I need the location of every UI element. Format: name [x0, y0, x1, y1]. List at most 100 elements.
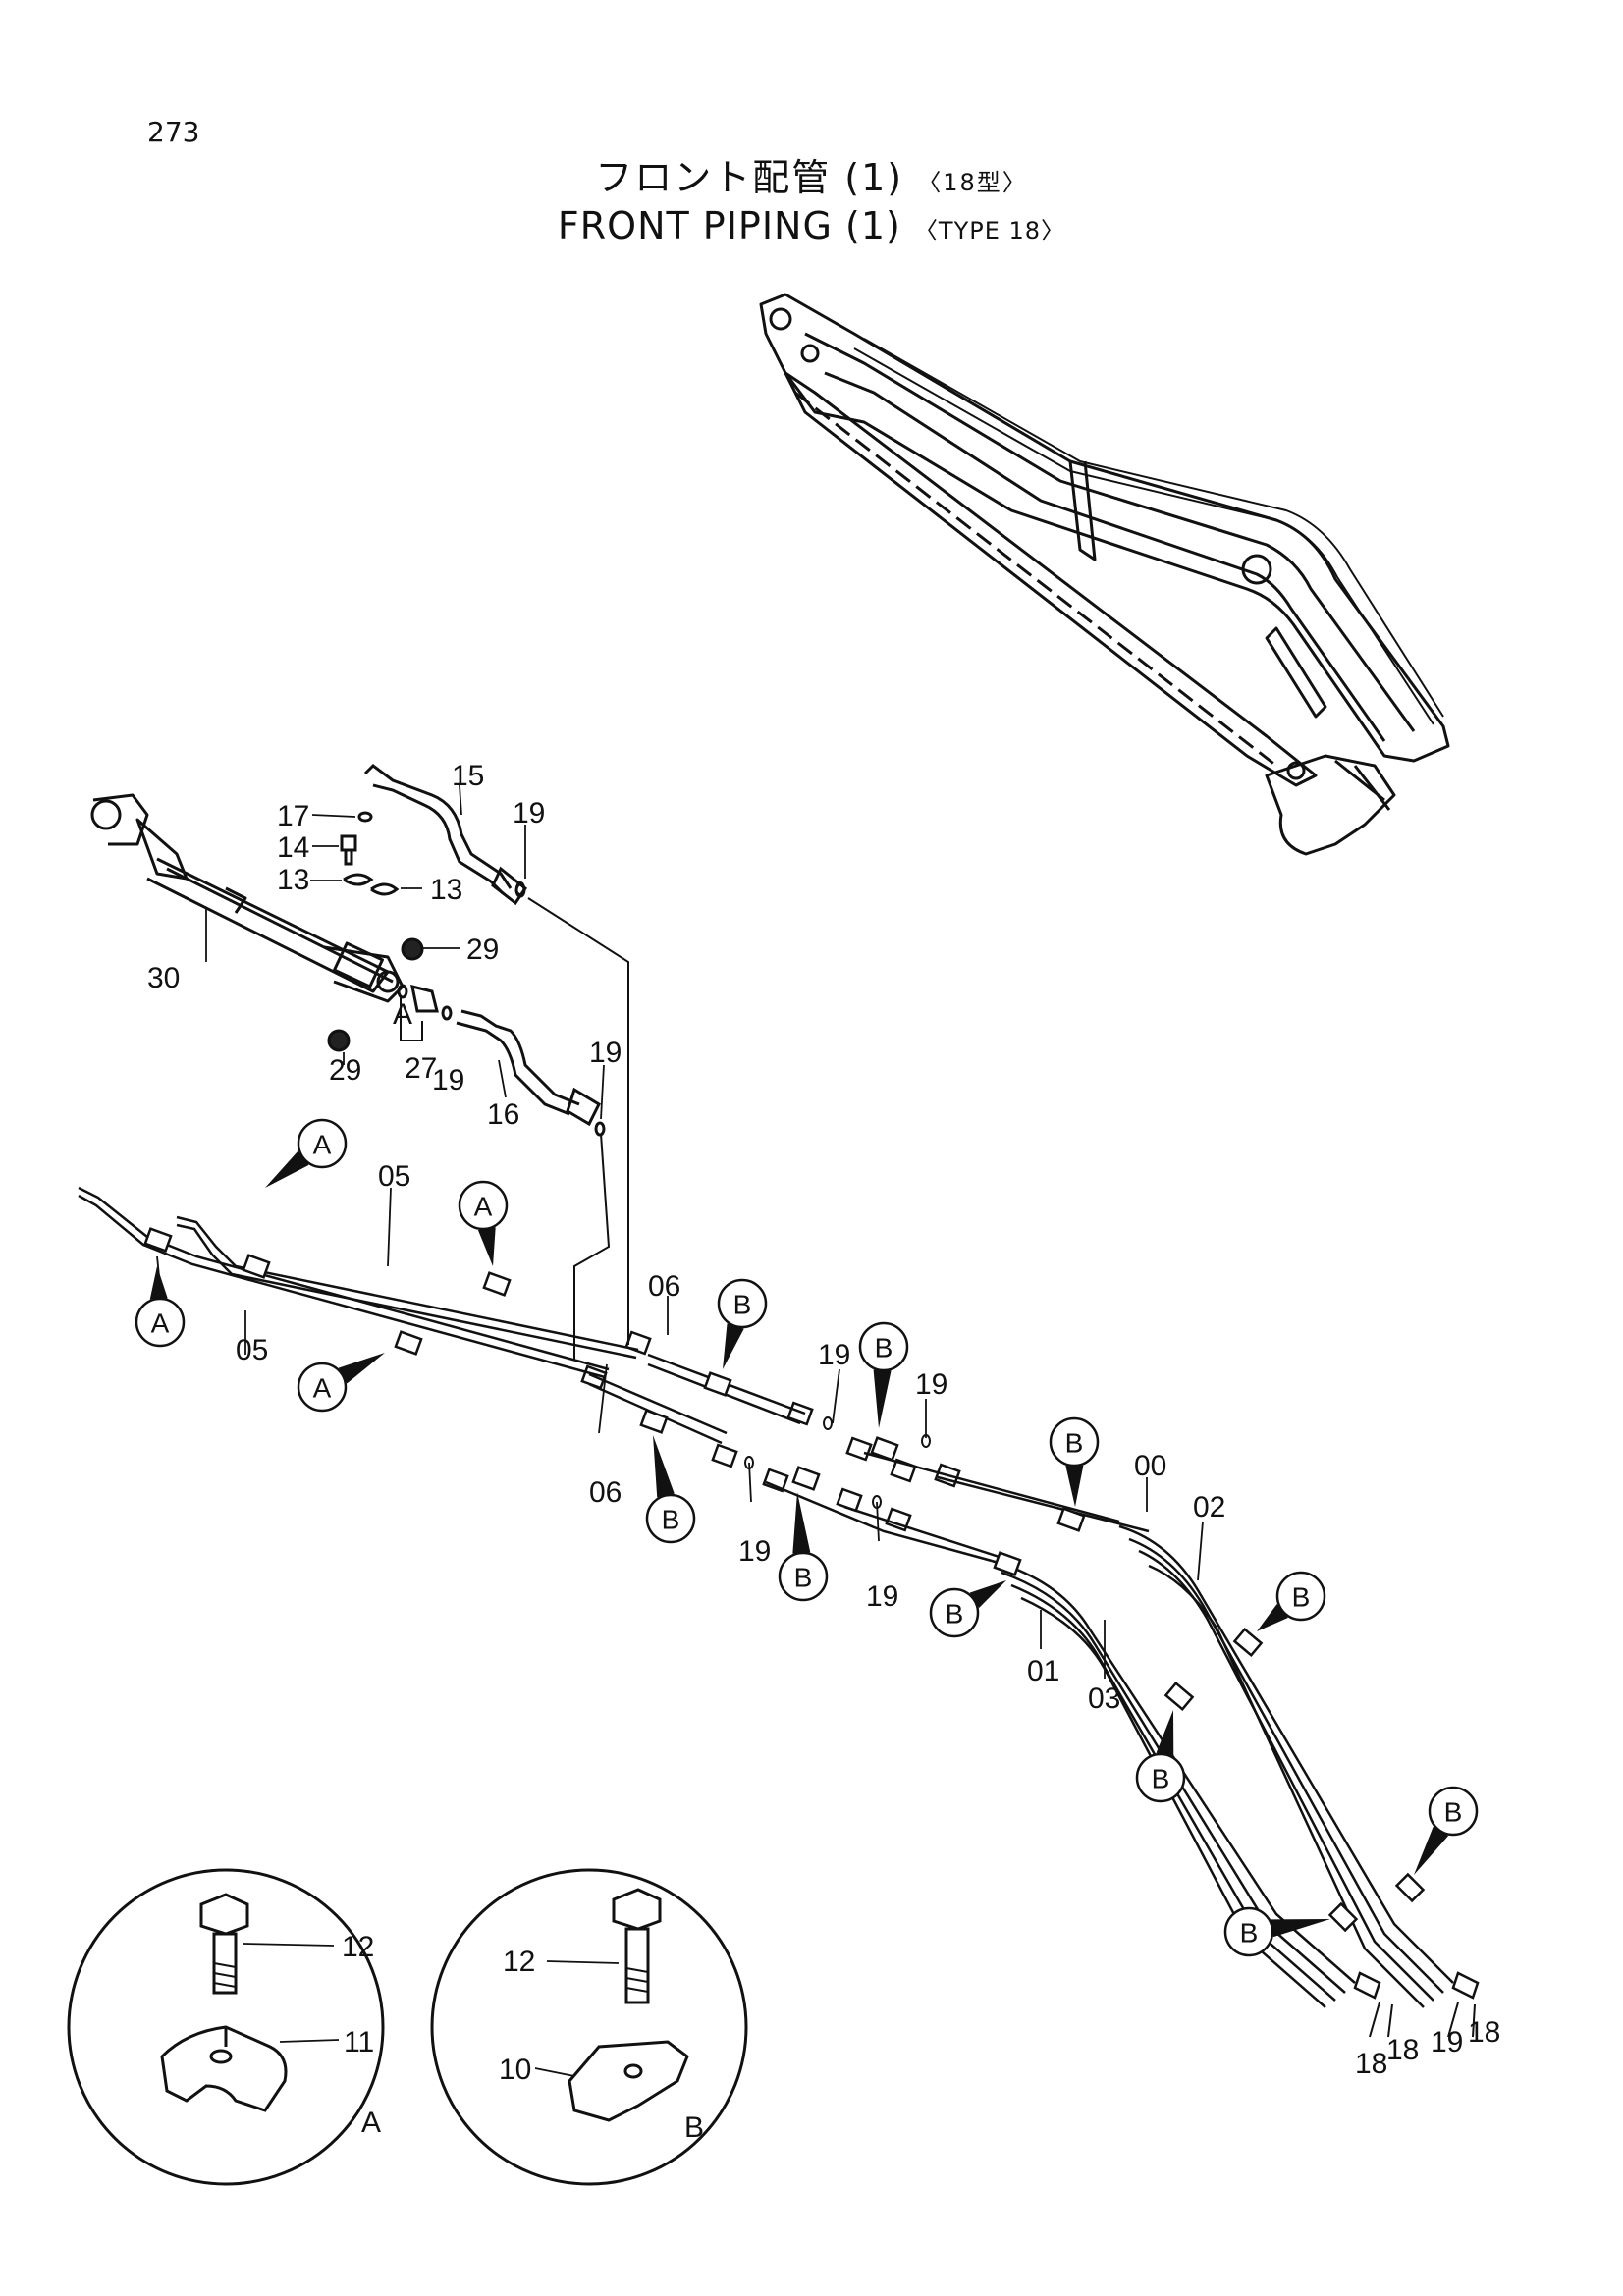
callout-18c: 18	[1468, 2016, 1500, 2049]
callout-16: 16	[487, 1098, 519, 1131]
reference-marker-b6: B	[1257, 1571, 1326, 1631]
detail-label-a: A	[361, 2107, 381, 2139]
bolt-14	[340, 834, 357, 866]
callout-05b: 05	[236, 1334, 268, 1366]
marker-circle	[929, 1587, 980, 1638]
reference-marker-a3: A	[135, 1266, 186, 1348]
callout-14: 14	[277, 831, 309, 864]
marker-pointer	[653, 1435, 675, 1498]
callout-13b: 13	[430, 874, 462, 906]
callout-17: 17	[277, 800, 309, 832]
marker-pointer	[149, 1266, 168, 1300]
marker-pointer	[265, 1150, 309, 1188]
reference-marker-b7: B	[929, 1580, 1006, 1638]
reference-marker-b5: B	[1049, 1416, 1100, 1507]
marker-circle	[458, 1180, 509, 1231]
reference-marker-a4: A	[297, 1353, 385, 1413]
clamp-b8	[1163, 1682, 1195, 1711]
callout-03: 03	[1088, 1682, 1120, 1715]
clamp-b5	[1056, 1507, 1086, 1532]
detail-circle-a	[67, 1868, 385, 2186]
marker-circle	[1049, 1416, 1100, 1468]
plug-29b	[327, 1029, 351, 1052]
title-en-suffix: 〈TYPE 18〉	[913, 217, 1066, 244]
callout-02: 02	[1193, 1491, 1225, 1523]
marker-pointer	[477, 1227, 496, 1266]
callout-18b: 18	[1386, 2034, 1419, 2066]
callout-19a: 19	[513, 797, 545, 829]
marker-label-a1: A	[313, 1130, 332, 1160]
cylinder-fittings	[327, 811, 453, 1052]
callout-06b: 06	[589, 1476, 622, 1509]
title-japanese: フロント配管 (1) 〈18型〉	[0, 147, 1623, 201]
callout-13a: 13	[277, 864, 309, 896]
reference-marker-b4: B	[778, 1492, 829, 1602]
callout-19f: 19	[738, 1535, 771, 1568]
clamp-b4	[791, 1466, 821, 1491]
marker-pointer	[873, 1369, 892, 1428]
title-jp-suffix: 〈18型〉	[917, 169, 1028, 196]
pipes-05	[78, 1186, 639, 1379]
reference-marker-b8: B	[1135, 1710, 1186, 1803]
marker-label-a2: A	[474, 1192, 493, 1222]
marker-label-b3: B	[662, 1505, 680, 1535]
clamp-b7	[1232, 1628, 1264, 1657]
marker-pointer	[1156, 1710, 1174, 1757]
clamp-13a	[343, 873, 374, 886]
marker-circle	[717, 1278, 768, 1329]
clamp-a3	[143, 1227, 173, 1253]
clamp-a4	[394, 1330, 423, 1356]
callout-12a: 12	[342, 1931, 374, 1963]
plug-29a	[401, 937, 424, 961]
callout-29a: 29	[466, 934, 499, 966]
marker-circle	[1223, 1906, 1274, 1957]
marker-circle	[1275, 1571, 1326, 1622]
marker-circle	[135, 1297, 186, 1348]
marker-pointer	[1271, 1919, 1330, 1938]
marker-circle	[858, 1321, 909, 1372]
marker-label-b8: B	[1152, 1764, 1170, 1794]
marker-circle	[645, 1493, 696, 1544]
o-rings	[515, 881, 1476, 2038]
clamp-b2	[639, 1409, 669, 1434]
leader-lines	[156, 784, 1204, 1679]
marker-circle	[297, 1362, 348, 1413]
reference-marker-b1: B	[717, 1278, 768, 1369]
clamp-b6	[993, 1551, 1022, 1576]
callout-01: 01	[1027, 1655, 1059, 1687]
callout-19h: 19	[1431, 2026, 1463, 2058]
marker-pointer	[723, 1323, 744, 1369]
callout-19e: 19	[915, 1368, 947, 1401]
marker-label-a4: A	[313, 1373, 332, 1404]
callout-19b: 19	[432, 1064, 464, 1096]
connection-lines	[527, 897, 629, 1360]
marker-pointer	[792, 1492, 811, 1554]
callout-29b: 29	[329, 1054, 361, 1087]
title-jp-text: フロント配管 (1)	[595, 156, 904, 199]
adapter-27	[410, 984, 439, 1013]
callout-05a: 05	[378, 1160, 410, 1193]
callout-a-small: A	[393, 998, 412, 1031]
marker-circle	[1135, 1752, 1186, 1803]
marker-pointer	[1065, 1465, 1084, 1507]
clamp-b10	[1327, 1901, 1359, 1933]
marker-pointer	[1257, 1603, 1288, 1631]
clamp-a1	[242, 1254, 271, 1279]
clamp-a2	[482, 1271, 512, 1297]
reference-marker-a1: A	[265, 1118, 348, 1188]
callout-10: 10	[499, 2054, 531, 2086]
title-en-text: FRONT PIPING (1)	[557, 204, 901, 247]
reference-marker-b9: B	[1414, 1786, 1479, 1875]
callout-27: 27	[405, 1052, 437, 1085]
hose-16	[456, 1009, 606, 1137]
marker-pointer	[969, 1580, 1006, 1608]
callout-06a: 06	[648, 1270, 680, 1303]
clamp-b3	[870, 1436, 899, 1462]
callout-18a: 18	[1355, 2048, 1387, 2080]
detail-label-b: B	[684, 2111, 704, 2144]
detail-circle-b	[430, 1868, 748, 2186]
clamp-b9	[1394, 1872, 1426, 1903]
reference-marker-b10: B	[1223, 1906, 1330, 1957]
